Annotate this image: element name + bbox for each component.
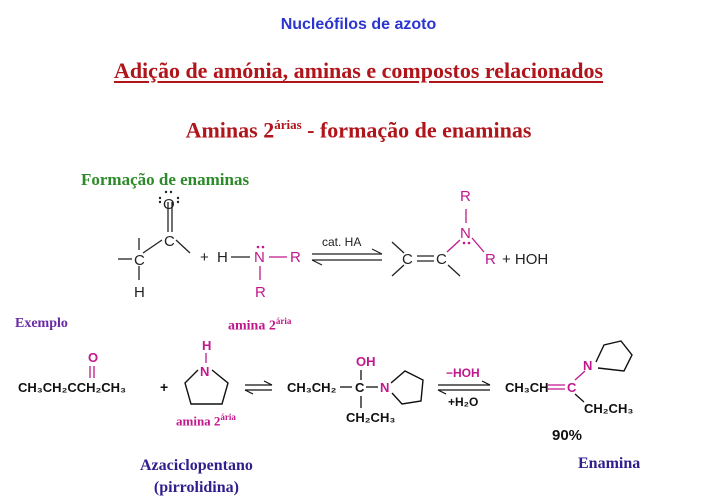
enamine-product — [391, 209, 485, 277]
heading-rest: - formação de enaminas — [301, 117, 532, 143]
catalyst-label: cat. HA — [322, 235, 361, 249]
example-reaction-scheme: O CH₃CH₂CCH₂CH₃ + H N OH CH₃CH₂ C N CH₂C… — [18, 338, 633, 425]
plus-sign: + — [200, 249, 209, 266]
pyrrolidine-name: Azaciclopentano (pirrolidina) — [140, 455, 253, 499]
r-group: R — [290, 249, 301, 266]
enamine-carbon: C — [436, 251, 447, 268]
secondary-amine-label: amina 2ária — [228, 316, 292, 334]
reaction-yield: 90% — [552, 427, 583, 444]
enamine-ethyl: CH₂CH₃ — [584, 401, 633, 416]
equilibrium-arrow — [244, 380, 273, 395]
enamine-carbon: C — [567, 380, 577, 395]
amine-hydrogen: H — [217, 249, 228, 266]
carbonyl-carbon: C — [164, 233, 175, 250]
r-group: R — [485, 251, 496, 268]
pyrrolidine-name-line2: (pirrolidina) — [153, 479, 239, 496]
ketone-oxygen: O — [88, 350, 98, 365]
pyrrolidine-name-line1: Azaciclopentano — [140, 457, 253, 474]
amine-nitrogen: N — [254, 249, 265, 266]
enamine-left-group: CH₃CH — [505, 380, 549, 395]
hydroxyl-group: OH — [356, 354, 376, 369]
slide-title: Nucleófilos de azoto — [280, 16, 437, 33]
byproduct-water: + HOH — [502, 251, 548, 268]
example-label: Exemplo — [15, 316, 68, 331]
alpha-carbon: C — [134, 252, 145, 269]
pyrrolidine-ring — [390, 370, 424, 405]
section-label: Formação de enaminas — [81, 170, 250, 189]
r-group: R — [460, 188, 471, 205]
equilibrium-arrow — [311, 248, 383, 266]
plus-sign: + — [160, 379, 168, 395]
alpha-hydrogen: H — [134, 284, 145, 301]
slide-heading: Aminas 2árias - formação de enaminas — [0, 117, 717, 143]
enamine-carbon: C — [402, 251, 413, 268]
water-addition-label: +H₂O — [448, 395, 478, 409]
slide-subtitle: Adição de amónia, aminas e compostos rel… — [113, 58, 604, 83]
secondary-amine-label: amina 2ária — [176, 412, 236, 429]
enamine-nitrogen: N — [583, 358, 592, 373]
general-reaction-scheme: O C C H + H N R R cat. HA C C N R R + HO… — [118, 188, 548, 301]
enamine-nitrogen: N — [460, 225, 471, 242]
enamine-name: Enamina — [578, 455, 641, 472]
pyrrolidine-ring — [595, 340, 633, 372]
r-group: R — [255, 284, 266, 301]
intermediate-carbon: C — [355, 380, 365, 395]
pyrrolidine-hydrogen: H — [202, 338, 211, 353]
intermediate-ethyl-left: CH₃CH₂ — [287, 380, 337, 395]
heading-main: Aminas 2 — [185, 117, 275, 143]
intermediate-nitrogen: N — [380, 380, 389, 395]
pyrrolidine-ring — [184, 369, 229, 405]
elimination-label: −HOH — [446, 366, 480, 380]
oxygen-atom: O — [163, 196, 175, 213]
heading-superscript: árias — [274, 117, 302, 132]
carbonyl-compound — [118, 202, 191, 280]
oxygen-lone-pairs — [158, 190, 180, 204]
intermediate-ethyl-bottom: CH₂CH₃ — [346, 410, 395, 425]
equilibrium-arrow — [437, 380, 491, 395]
pyrrolidine-nitrogen: N — [200, 364, 209, 379]
ketone-formula: CH₃CH₂CCH₂CH₃ — [18, 380, 126, 395]
